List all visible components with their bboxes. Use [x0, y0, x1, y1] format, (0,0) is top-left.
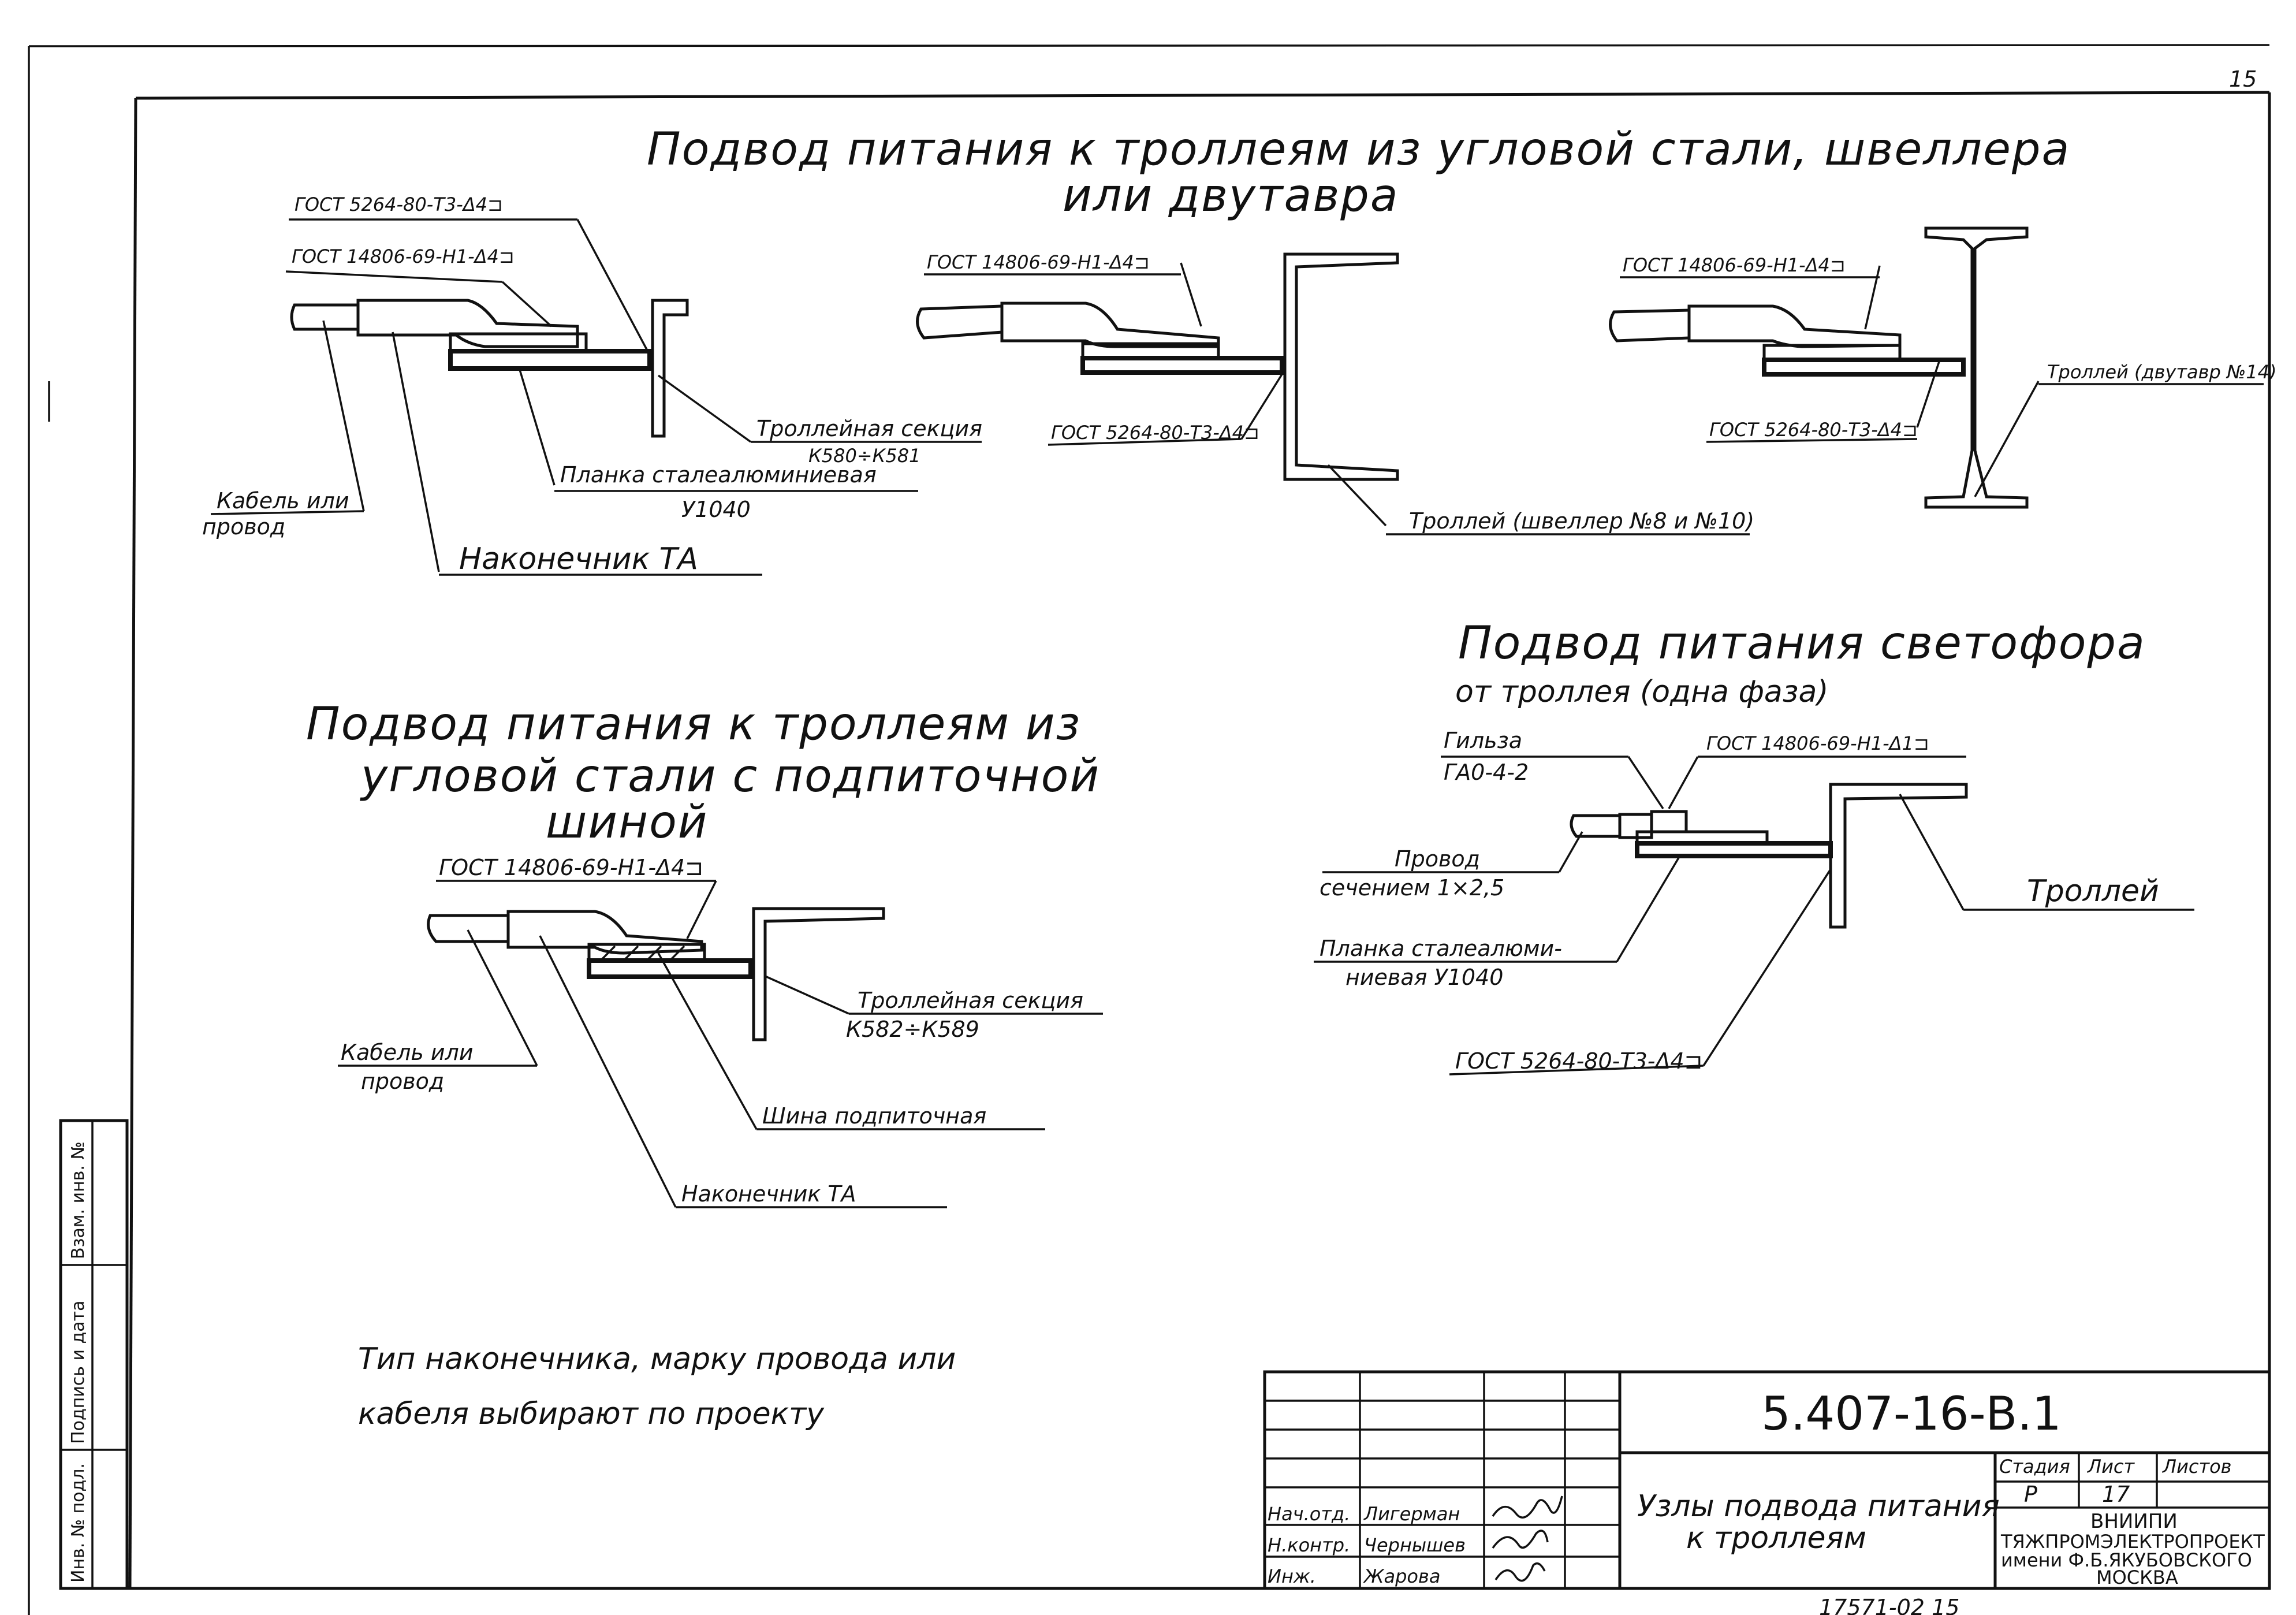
diagram3-plate-1: Планка сталеалюми-	[1320, 936, 1562, 961]
side-stamp: Инв. № подл. Подпись и дата Взам. инв. №	[59, 1119, 129, 1590]
diagram3-sleeve-code: ГА0-4-2	[1444, 760, 1529, 785]
diagram3-gost-b: ГОСТ 14806-69-Н1-Δ1⊐	[1706, 732, 1929, 754]
signatures	[1492, 1495, 1563, 1582]
diagram1-right-gost-a: ГОСТ 5264-80-Т3-Δ4⊐	[1709, 419, 1918, 441]
diagram3-trolley: Троллей	[2027, 874, 2159, 909]
diagram1-left-assembly	[290, 219, 752, 572]
diagram1-left-cable-2: провод	[202, 514, 285, 539]
name-1: Лигерман	[1363, 1503, 1460, 1525]
diagram1-left-gost-b: ГОСТ 14806-69-Н1-Δ4⊐	[292, 245, 515, 267]
diagram1-left-section: Троллейная секция	[756, 416, 982, 441]
diagram1-left-plate: Планка сталеалюминиевая	[560, 462, 877, 488]
org-line-2: ТЯЖПРОМЭЛЕКТРОПРОЕКТ	[2000, 1531, 2265, 1553]
diagram3-title-line1: Подвод питания светофора	[1458, 617, 2146, 669]
diagram2-cable-2: провод	[361, 1069, 444, 1094]
sheet-value: 17	[2102, 1482, 2130, 1507]
diagram1-right-gost-b: ГОСТ 14806-69-Н1-Δ4⊐	[1623, 254, 1846, 276]
role-1: Нач.отд.	[1268, 1503, 1350, 1525]
diagram1-left-section-codes: К580÷К581	[808, 445, 920, 467]
diagram1-left-tip: Наконечник ТА	[459, 542, 698, 576]
diagram1-middle-assembly	[916, 252, 1399, 527]
diagram2-cable-1: Кабель или	[341, 1040, 474, 1065]
diagram3-sleeve: Гильза	[1444, 728, 1522, 753]
org-line-3: имени Ф.Б.ЯКУБОВСКОГО	[2001, 1549, 2252, 1571]
stage-label: Стадия	[1999, 1456, 2070, 1478]
diagram2-tip: Наконечник ТА	[681, 1181, 856, 1207]
diagram2-title-line1: Подвод питания к троллеям из	[306, 698, 1081, 750]
diagram2-title-line2: угловой стали с подпиточной	[360, 750, 1100, 802]
side-stamp-inv-podl: Инв. № подл.	[68, 1463, 88, 1583]
diagram2-gost: ГОСТ 14806-69-Н1-Δ4⊐	[439, 855, 703, 880]
diagram2-bus: Шина подпиточная	[762, 1103, 986, 1129]
sheet-frame	[28, 44, 2271, 1615]
diagram1-right-trolley: Троллей (двутавр №14)	[2047, 361, 2276, 383]
diagram2-section: Троллейная секция	[858, 988, 1083, 1013]
org-line-4: МОСКВА	[2096, 1566, 2178, 1588]
diagram3-assembly	[1558, 756, 1968, 1066]
diagram1-middle-trolley: Троллей (швеллер №8 и №10)	[1409, 508, 1754, 534]
note-line1: Тип наконечника, марку провода или	[358, 1342, 956, 1376]
diagram1-middle-gost-b: ГОСТ 14806-69-Н1-Δ4⊐	[927, 251, 1150, 273]
name-2: Чернышев	[1364, 1534, 1466, 1556]
diagram2-assembly	[427, 880, 885, 1208]
diagram1-title-line2: или двутавра	[1063, 170, 1399, 222]
sheets-label: Листов	[2162, 1456, 2232, 1478]
diagram1-left-plate-code: У1040	[681, 497, 751, 522]
side-stamp-signature-date: Подпись и дата	[68, 1301, 88, 1445]
doc-code: 5.407-16-В.1	[1761, 1387, 2062, 1441]
drawing-title-2: к троллеям	[1686, 1521, 1866, 1556]
diagram1-title-line1: Подвод питания к троллеям из угловой ста…	[647, 124, 2070, 176]
role-3: Инж.	[1268, 1565, 1316, 1587]
note-line2: кабеля выбирают по проекту	[358, 1397, 825, 1431]
diagram3-wire-2: сечением 1×2,5	[1320, 875, 1504, 900]
page-number: 15	[2229, 66, 2257, 92]
role-2: Н.контр.	[1268, 1534, 1350, 1556]
diagram3-plate-2: ниевая У1040	[1345, 965, 1503, 990]
stage-value: Р	[2024, 1482, 2037, 1507]
diagram1-left-gost-a: ГОСТ 5264-80-Т3-Δ4⊐	[295, 193, 503, 215]
sheet-label: Лист	[2087, 1456, 2135, 1478]
diagram2-title-line3: шиной	[546, 797, 708, 849]
diagram2-section-codes: К582÷К589	[846, 1017, 979, 1042]
org-line-1: ВНИИПИ	[2090, 1510, 2178, 1533]
name-3: Жарова	[1363, 1565, 1440, 1587]
drawing-title-1: Узлы подвода питания	[1637, 1489, 2000, 1524]
diagram3-wire-1: Провод	[1395, 846, 1480, 872]
side-stamp-vzam-inv: Взам. инв. №	[68, 1141, 88, 1259]
footer-number: 17571-02 15	[1819, 1595, 1959, 1615]
diagram3-title-line2: от троллея (одна фаза)	[1455, 675, 1829, 709]
diagram1-left-cable-1: Кабель или	[217, 488, 349, 513]
title-block	[1263, 1370, 2271, 1590]
